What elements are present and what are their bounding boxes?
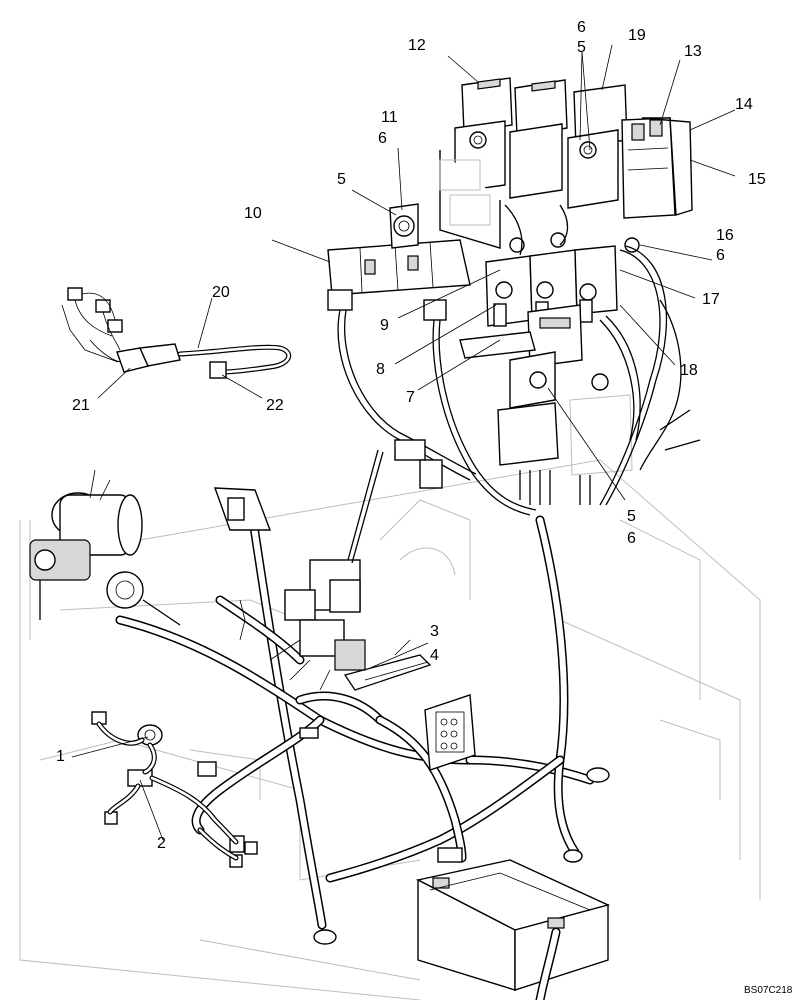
callout-21: 21 <box>72 397 90 414</box>
callout-9: 9 <box>380 317 389 334</box>
callout-leaders <box>71 44 736 841</box>
callout-14: 14 <box>735 96 753 113</box>
callout-5-left: 5 <box>337 171 346 188</box>
callout-17: 17 <box>702 291 720 308</box>
callout-3: 3 <box>430 623 439 640</box>
reference-code: BS07C218 <box>744 985 793 996</box>
harness-clamps <box>299 727 610 945</box>
callout-8: 8 <box>376 361 385 378</box>
callout-5-bottom: 5 <box>627 508 636 525</box>
callout-6-bottom: 6 <box>627 530 636 547</box>
callout-20: 20 <box>212 284 230 301</box>
callout-18: 18 <box>680 362 698 379</box>
harness-bracket <box>213 487 272 531</box>
relay-fuse-block-detail <box>327 77 701 516</box>
callout-19: 19 <box>628 27 646 44</box>
callout-16: 16 <box>716 227 734 244</box>
callout-12: 12 <box>408 37 426 54</box>
battery <box>415 859 611 1000</box>
callout-15: 15 <box>748 171 766 188</box>
callout-5-top: 5 <box>577 39 586 56</box>
callout-6-top: 6 <box>577 19 586 36</box>
callout-13: 13 <box>684 43 702 60</box>
callout-10: 10 <box>244 205 262 222</box>
callout-2: 2 <box>157 835 166 852</box>
control-module <box>424 694 476 771</box>
inset-harness <box>61 287 292 379</box>
starter-motor <box>29 469 181 626</box>
callout-6-right: 6 <box>716 247 725 264</box>
callout-4: 4 <box>430 647 439 664</box>
switch-and-connectors <box>91 711 258 868</box>
callout-22: 22 <box>266 397 284 414</box>
callout-6-left: 6 <box>378 130 387 147</box>
harness-relay-cluster <box>239 559 432 691</box>
callout-7: 7 <box>406 389 415 406</box>
callout-1: 1 <box>56 748 65 765</box>
callout-11: 11 <box>381 109 398 126</box>
detail-leader-lines <box>347 449 384 564</box>
